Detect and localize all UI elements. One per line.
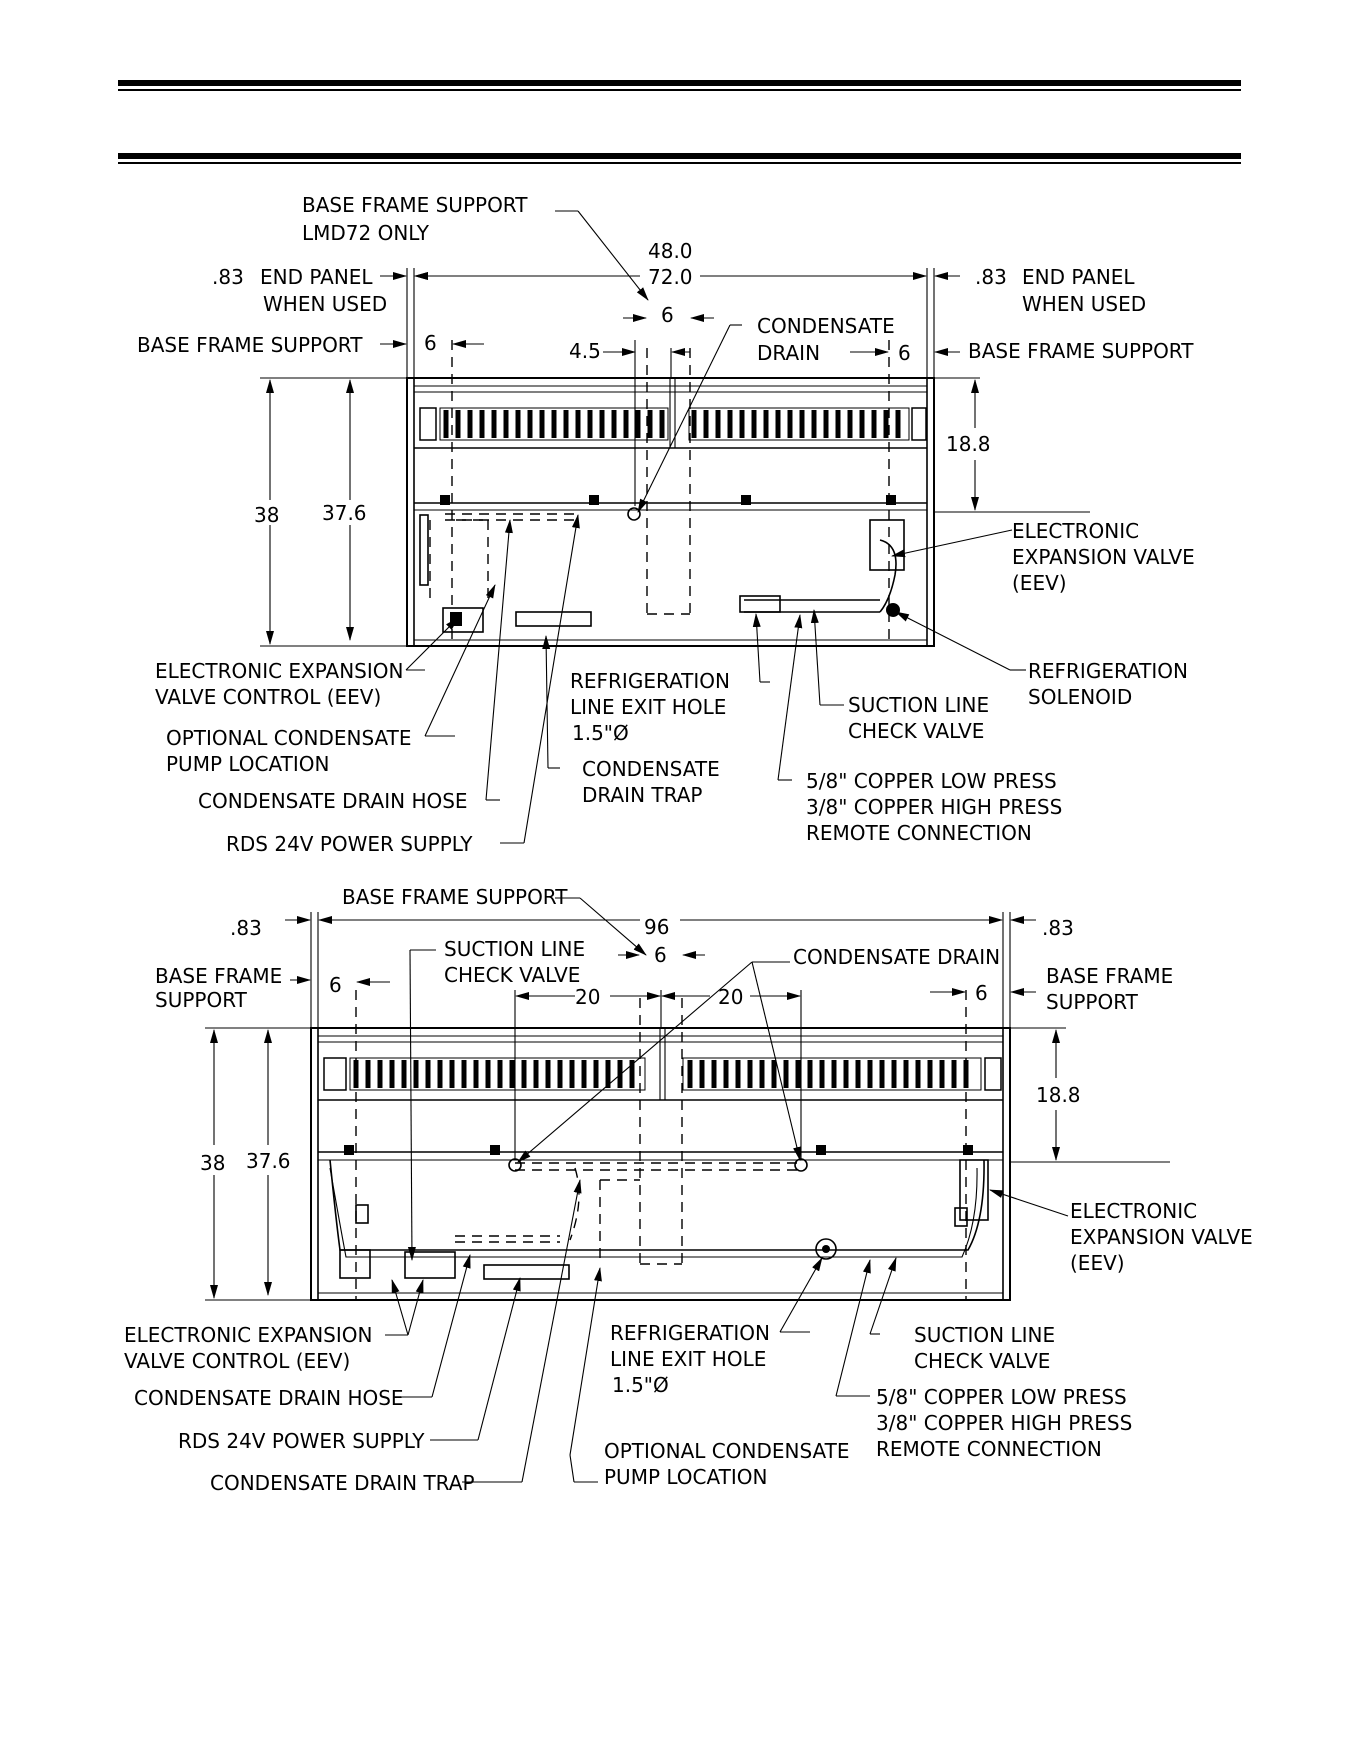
components-bottom: [329, 1145, 989, 1280]
dim-6-center: 6: [661, 303, 674, 327]
dim-6-left: 6: [329, 973, 342, 997]
label-base-frame-top: BASE FRAME SUPPORT: [342, 885, 568, 909]
label-end-panel-left: END PANEL: [260, 265, 373, 289]
label-base-frame-lmd72-2: LMD72 ONLY: [302, 221, 430, 245]
label-refrig-exit-2: LINE EXIT HOLE: [570, 695, 726, 719]
coil-fins-top: [419, 407, 927, 441]
components-top: [419, 495, 905, 633]
dim-6-center: 6: [654, 943, 667, 967]
label-eev-control-1: ELECTRONIC EXPANSION: [124, 1323, 372, 1347]
dimensions-top: [260, 210, 1090, 647]
header-rules: [118, 80, 1241, 164]
label-suction-top-2: CHECK VALVE: [444, 963, 580, 987]
dim-38: 38: [254, 503, 279, 527]
label-eev-2: EXPANSION VALVE: [1070, 1225, 1253, 1249]
label-eev-control-2: VALVE CONTROL (EEV): [124, 1349, 350, 1373]
dim-18-8: 18.8: [946, 432, 991, 456]
label-condensate: CONDENSATE: [757, 314, 895, 338]
label-power: RDS 24V POWER SUPPLY: [178, 1429, 425, 1453]
labels-top: BASE FRAME SUPPORT LMD72 ONLY 48.0 72.0 …: [137, 193, 1195, 856]
dim-48: 48.0: [648, 239, 693, 263]
label-power: RDS 24V POWER SUPPLY: [226, 832, 473, 856]
label-solenoid-2: SOLENOID: [1028, 685, 1132, 709]
label-end-panel-right: END PANEL: [1022, 265, 1135, 289]
cabinet-outline-top: [406, 377, 935, 647]
label-copper-3: REMOTE CONNECTION: [876, 1437, 1102, 1461]
dim-18-8: 18.8: [1036, 1083, 1081, 1107]
label-solenoid-1: REFRIGERATION: [1028, 659, 1188, 683]
label-base-frame-right: BASE FRAME SUPPORT: [968, 339, 1194, 363]
label-copper-3: REMOTE CONNECTION: [806, 821, 1032, 845]
label-base-frame-right-1: BASE FRAME: [1046, 964, 1173, 988]
dim-96: 96: [644, 915, 669, 939]
label-suction-1: SUCTION LINE: [848, 693, 989, 717]
label-drain-hose: CONDENSATE DRAIN HOSE: [198, 789, 468, 813]
label-copper-2: 3/8" COPPER HIGH PRESS: [876, 1411, 1132, 1435]
dim-38: 38: [200, 1151, 225, 1175]
labels-bottom: BASE FRAME SUPPORT .83 96 .83 BASE FRAME…: [124, 885, 1253, 1495]
dim-6-right: 6: [975, 981, 988, 1005]
bottom-view: BASE FRAME SUPPORT .83 96 .83 BASE FRAME…: [124, 885, 1253, 1495]
label-refrig-exit-2: LINE EXIT HOLE: [610, 1347, 766, 1371]
dim-6-right: 6: [898, 341, 911, 365]
label-copper-1: 5/8" COPPER LOW PRESS: [806, 769, 1057, 793]
label-base-frame-left-2: SUPPORT: [155, 988, 248, 1012]
coil-fins-bottom: [323, 1057, 1002, 1091]
dim-4-5: 4.5: [569, 339, 601, 363]
dim-72: 72.0: [648, 265, 693, 289]
dim-end-panel-left: .83: [212, 265, 244, 289]
top-view: BASE FRAME SUPPORT LMD72 ONLY 48.0 72.0 …: [137, 193, 1195, 856]
dim-37-6: 37.6: [246, 1149, 291, 1173]
dashed-supports-top: [429, 340, 890, 646]
label-copper-2: 3/8" COPPER HIGH PRESS: [806, 795, 1062, 819]
label-refrig-exit-3: 1.5"Ø: [572, 721, 629, 745]
dim-83-left: .83: [230, 916, 262, 940]
label-trap: CONDENSATE DRAIN TRAP: [210, 1471, 475, 1495]
label-pump-1: OPTIONAL CONDENSATE: [604, 1439, 850, 1463]
label-base-frame-left: BASE FRAME SUPPORT: [137, 333, 363, 357]
label-copper-1: 5/8" COPPER LOW PRESS: [876, 1385, 1127, 1409]
dim-end-panel-right: .83: [975, 265, 1007, 289]
label-eev-control-1: ELECTRONIC EXPANSION: [155, 659, 403, 683]
label-eev-3: (EEV): [1070, 1251, 1125, 1275]
label-eev-3: (EEV): [1012, 571, 1067, 595]
dimensions-bottom: [205, 897, 1170, 1301]
label-eev-1: ELECTRONIC: [1070, 1199, 1197, 1223]
dim-6-left: 6: [424, 331, 437, 355]
label-refrig-exit-3: 1.5"Ø: [612, 1373, 669, 1397]
label-refrig-exit-1: REFRIGERATION: [610, 1321, 770, 1345]
label-pump-1: OPTIONAL CONDENSATE: [166, 726, 412, 750]
dim-20-left: 20: [575, 985, 600, 1009]
label-condensate-drain: CONDENSATE DRAIN: [793, 945, 1000, 969]
leaders-top: [405, 324, 1026, 844]
label-suction-2: CHECK VALVE: [848, 719, 984, 743]
label-eev-control-2: VALVE CONTROL (EEV): [155, 685, 381, 709]
label-trap-2: DRAIN TRAP: [582, 783, 702, 807]
label-eev-2: EXPANSION VALVE: [1012, 545, 1195, 569]
label-eev-1: ELECTRONIC: [1012, 519, 1139, 543]
cabinet-outline-bottom: [310, 1027, 1011, 1301]
dim-83-right: .83: [1042, 916, 1074, 940]
label-drain-hose: CONDENSATE DRAIN HOSE: [134, 1386, 404, 1410]
dim-37-6: 37.6: [322, 501, 367, 525]
label-base-frame-right-2: SUPPORT: [1046, 990, 1139, 1014]
label-base-frame-lmd72: BASE FRAME SUPPORT: [302, 193, 528, 217]
label-base-frame-left-1: BASE FRAME: [155, 964, 282, 988]
label-when-used-left: WHEN USED: [263, 292, 387, 316]
label-when-used-right: WHEN USED: [1022, 292, 1146, 316]
label-drain: DRAIN: [757, 341, 820, 365]
label-suction-2: CHECK VALVE: [914, 1349, 1050, 1373]
leaders-bottom: [385, 949, 1069, 1483]
label-refrig-exit-1: REFRIGERATION: [570, 669, 730, 693]
label-suction-1: SUCTION LINE: [914, 1323, 1055, 1347]
label-trap-1: CONDENSATE: [582, 757, 720, 781]
dim-20-right: 20: [718, 985, 743, 1009]
label-pump-2: PUMP LOCATION: [166, 752, 329, 776]
label-pump-2: PUMP LOCATION: [604, 1465, 767, 1489]
label-suction-top-1: SUCTION LINE: [444, 937, 585, 961]
